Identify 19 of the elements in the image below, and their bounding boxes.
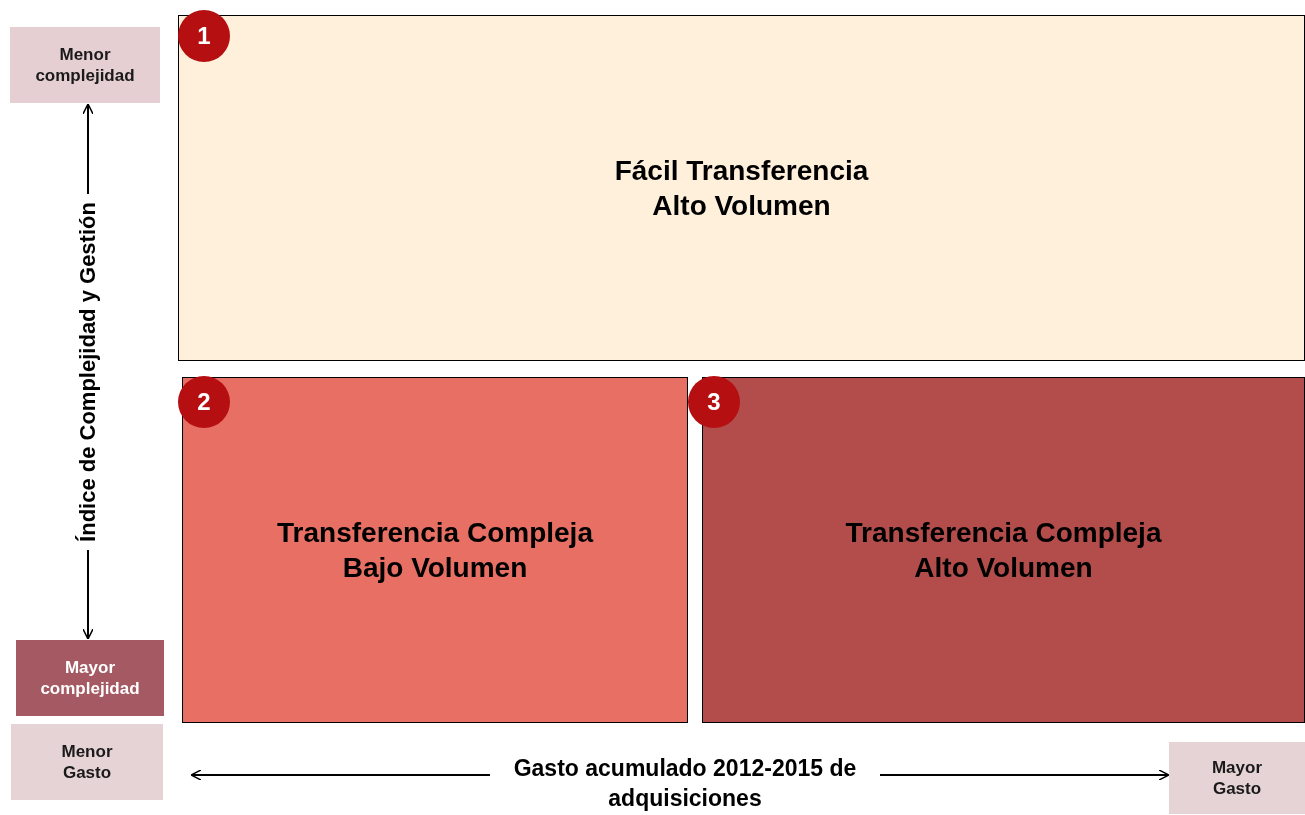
edge-label: Índice de Complejidad y Gestión: [77, 193, 99, 550]
axis-end-label-box: [1169, 742, 1305, 814]
number-badge: [688, 376, 740, 428]
quadrant-title: Transferencia Compleja Bajo Volumen: [276, 516, 595, 585]
badge-number: 3: [707, 387, 721, 417]
axis-end-label: Menor Gasto: [60, 740, 114, 784]
quadrant-box: [178, 15, 1305, 361]
quadrant-title: Transferencia Compleja Alto Volumen: [844, 516, 1163, 585]
badge-number: 1: [197, 21, 211, 51]
axis-end-label-box: [11, 724, 163, 800]
quadrant-box: [702, 377, 1305, 723]
axis-end-label: Mayor complejidad: [39, 656, 141, 700]
axis-end-label-box: [10, 27, 160, 103]
quadrant-box: [182, 377, 688, 723]
axis-end-label: Menor complejidad: [34, 43, 136, 87]
quadrant-title: Fácil Transferencia Alto Volumen: [613, 154, 870, 223]
axis-end-label-box: [16, 640, 164, 716]
badge-number: 2: [197, 387, 211, 417]
axis-end-label: Mayor Gasto: [1210, 756, 1264, 800]
